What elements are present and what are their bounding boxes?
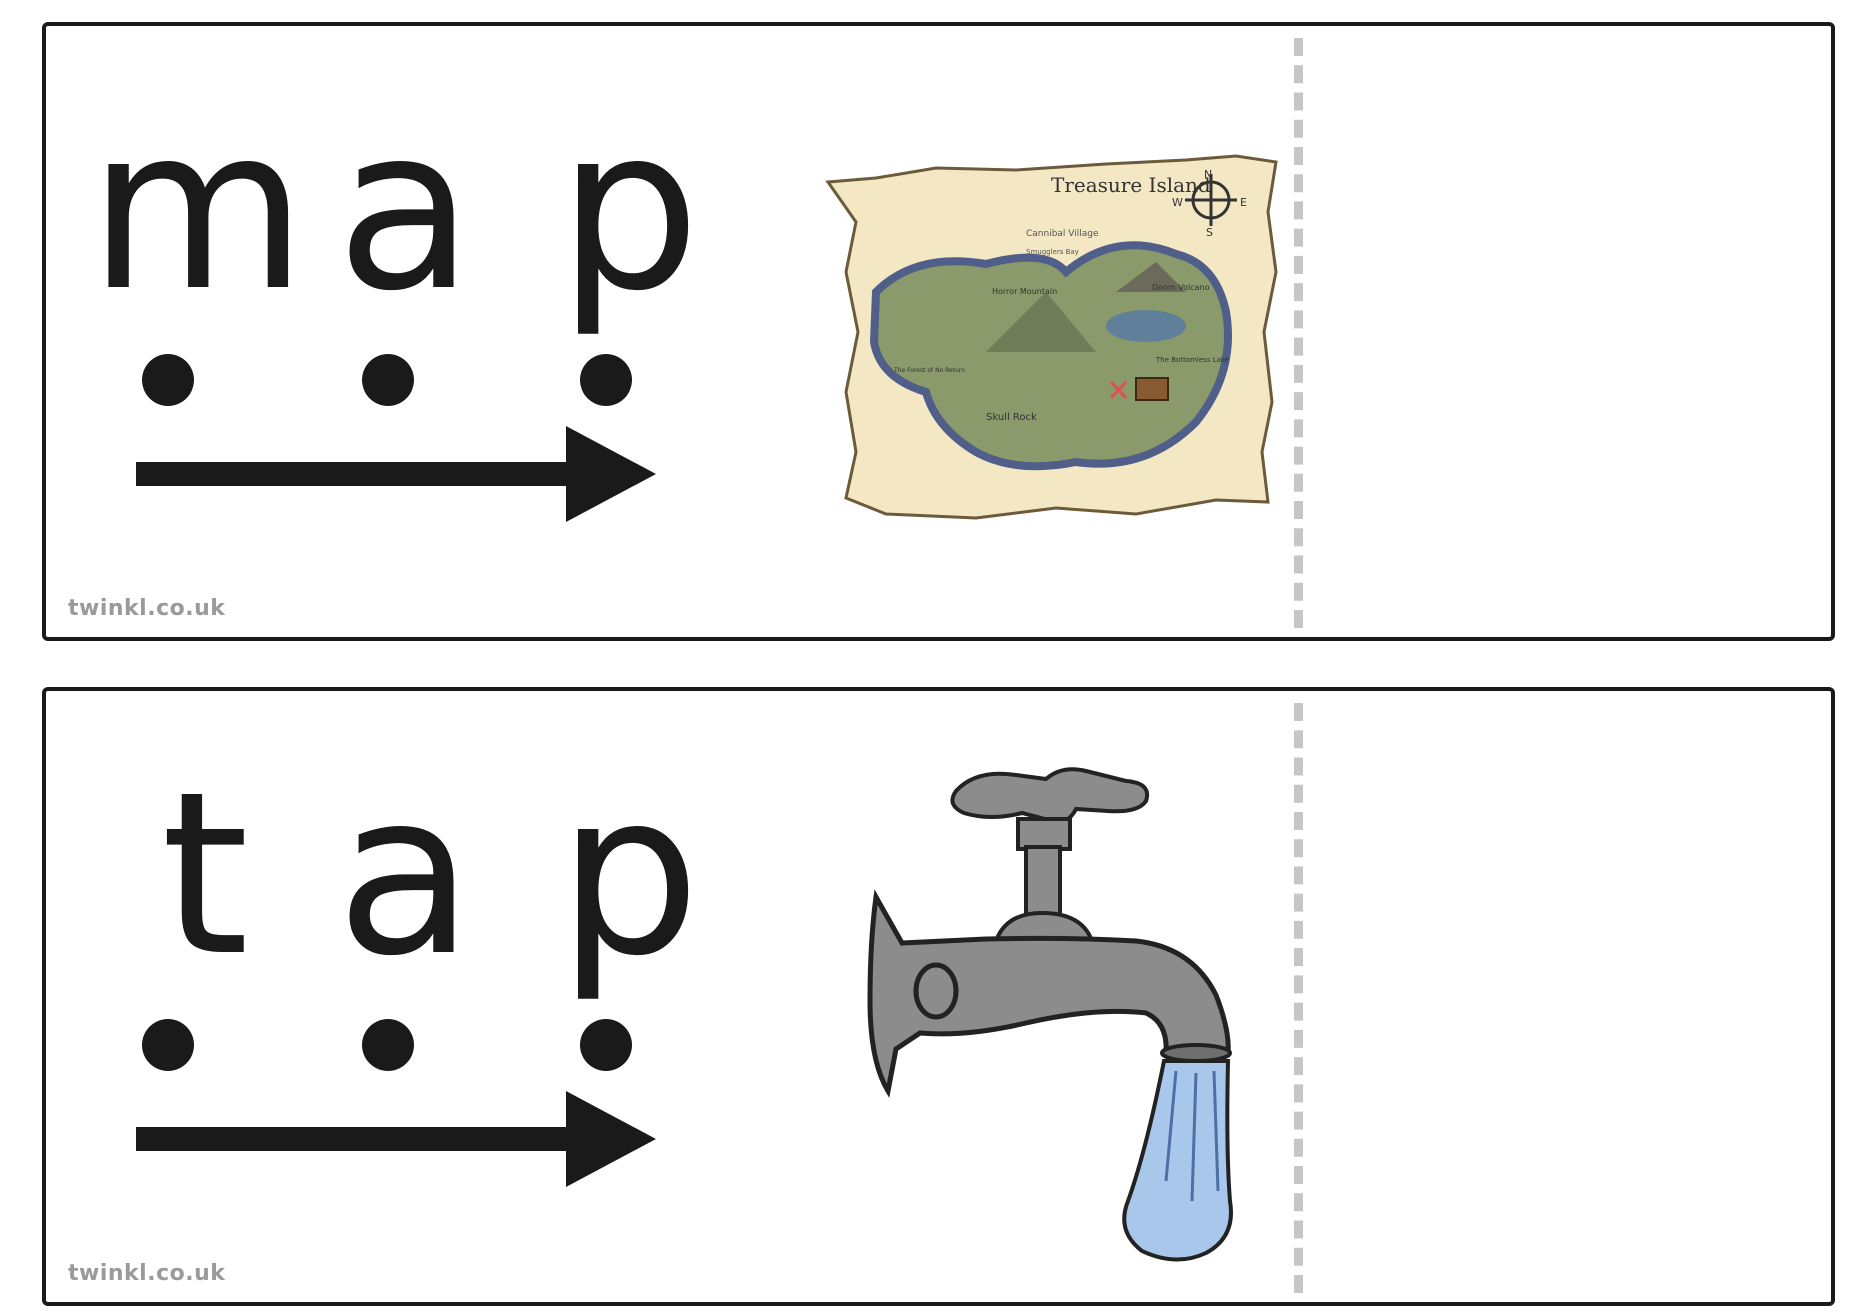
map-label: The Forest of No Return [893, 367, 965, 374]
sound-dot-2 [362, 1019, 414, 1071]
brand-watermark: twinkl.co.uk [68, 596, 226, 621]
sound-dot-1 [142, 1019, 194, 1071]
letter-t: t [160, 744, 250, 1006]
water-tap-icon [867, 767, 1233, 1262]
cut-line [1294, 38, 1303, 628]
letter-m: m [88, 79, 308, 341]
letter-p: p [557, 79, 701, 341]
brand-watermark: twinkl.co.uk [68, 1261, 226, 1286]
cut-line [1294, 703, 1303, 1293]
compass-letter: W [1172, 196, 1183, 209]
sound-dot-2 [362, 354, 414, 406]
compass-letter: N [1204, 168, 1212, 181]
letter-a: a [336, 744, 474, 1006]
sound-dot-3 [580, 354, 632, 406]
map-label: Doom Volcano [1152, 283, 1210, 292]
map-title: Treasure Island [1051, 173, 1211, 197]
blend-arrow-icon [136, 426, 656, 522]
letter-p: p [557, 744, 701, 1006]
sound-dot-1 [142, 354, 194, 406]
word-card-tap: t a p twinkl.co.uk [42, 687, 1835, 1306]
map-label: Skull Rock [986, 412, 1037, 423]
compass-letter: S [1206, 226, 1213, 239]
map-label: Cannibal Village [1026, 229, 1099, 239]
blend-arrow-icon [136, 1091, 656, 1187]
letter-a: a [336, 79, 474, 341]
sound-dot-3 [580, 1019, 632, 1071]
map-label: Horror Mountain [992, 287, 1057, 296]
word-card-map: m a p Treasure Island Cannibal Village S… [42, 22, 1835, 641]
treasure-map-icon: Treasure Island Cannibal Village Smuggle… [825, 154, 1278, 520]
map-label: Smugglers Bay [1026, 248, 1079, 256]
compass-letter: E [1240, 196, 1247, 209]
map-label: The Bottomless Lake [1155, 356, 1229, 364]
